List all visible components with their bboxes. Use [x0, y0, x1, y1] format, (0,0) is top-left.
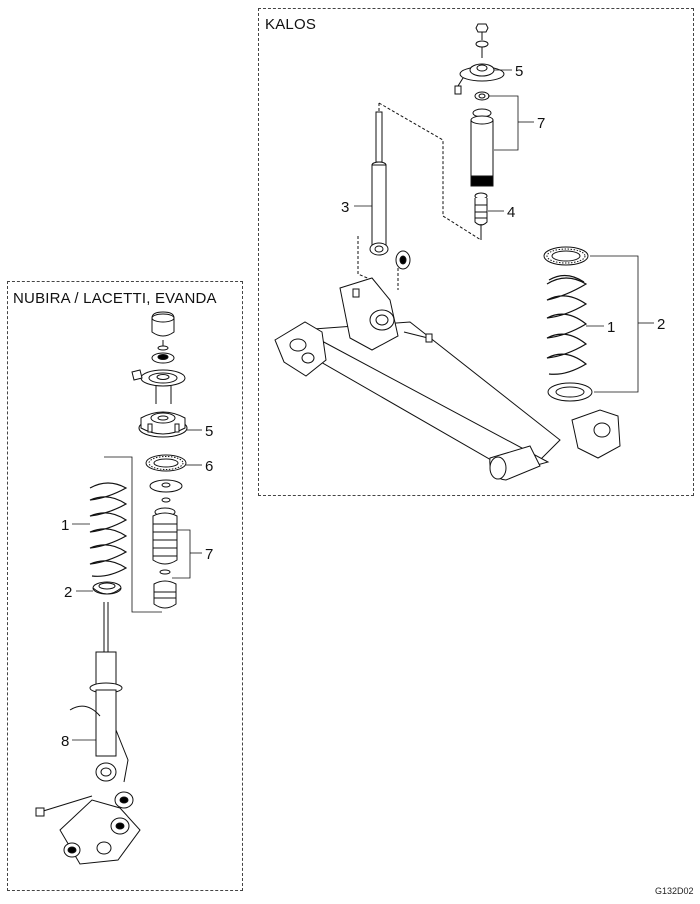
nubira-lower-spring-seat [92, 581, 122, 595]
kalos-lower-bushing [395, 250, 411, 270]
kalos-lower-spring-seat [547, 382, 593, 402]
kalos-callout-7: 7 [537, 115, 545, 132]
kalos-bump-stopper [474, 192, 488, 240]
kalos-shock-absorber [369, 111, 389, 256]
nubira-panel [7, 281, 243, 891]
nubira-callout-6: 6 [205, 458, 213, 475]
nubira-coil-spring [89, 482, 128, 577]
nubira-callout-5: 5 [205, 423, 213, 440]
nubira-lower-bracket [35, 705, 141, 865]
kalos-rear-axle [274, 277, 621, 481]
nubira-callout-8: 8 [61, 733, 69, 750]
figure-code: G132D02 [655, 886, 694, 896]
nubira-upper-plate [131, 369, 186, 404]
nubira-shock-absorber [89, 602, 123, 782]
kalos-guide-lines [357, 102, 482, 290]
nubira-dust-boot [152, 507, 178, 575]
kalos-top-nut [475, 23, 489, 58]
kalos-callout-4: 4 [507, 204, 515, 221]
kalos-upper-spring-seat [543, 246, 589, 266]
nubira-upper-mount [138, 411, 188, 438]
nubira-panel-title: NUBIRA / LACETTI, EVANDA [13, 290, 217, 307]
nubira-callout-2: 2 [64, 584, 72, 601]
kalos-panel-title: KALOS [265, 16, 317, 33]
kalos-callout-3: 3 [341, 199, 349, 216]
kalos-bushing [474, 91, 490, 101]
kalos-callout-2: 2 [657, 316, 665, 333]
kalos-upper-mount [454, 63, 505, 95]
nubira-bump-stopper [153, 580, 177, 609]
kalos-leaders [354, 69, 654, 393]
kalos-dust-boot [470, 108, 494, 187]
nubira-callout-7: 7 [205, 546, 213, 563]
nubira-upper-spring-seat [149, 479, 183, 503]
nubira-washer [151, 352, 175, 364]
nubira-callout-1: 1 [61, 517, 69, 534]
kalos-panel [258, 8, 694, 496]
kalos-callout-5: 5 [515, 63, 523, 80]
nubira-bearing [145, 454, 187, 472]
nubira-top-cap [151, 311, 175, 351]
nubira-leaders [72, 429, 202, 741]
kalos-callout-1: 1 [607, 319, 615, 336]
kalos-coil-spring [546, 274, 588, 375]
